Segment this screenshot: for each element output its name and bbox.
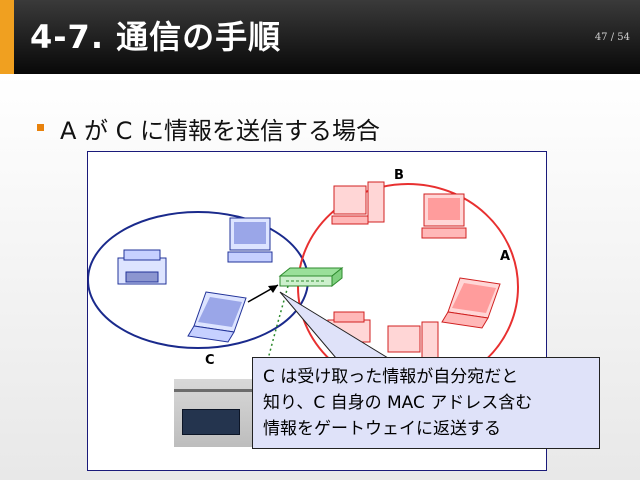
- network-diagram: B A C: [87, 151, 547, 471]
- photo-device: [182, 409, 240, 435]
- arrow-head: [268, 285, 278, 293]
- printer-icon: [117, 249, 167, 285]
- laptop-a-icon: [441, 277, 501, 329]
- desktop-pc-icon: [227, 217, 273, 263]
- network-diagram-canvas: [88, 181, 519, 393]
- slide-title: 4-7. 通信の手順: [30, 18, 282, 56]
- slide-header: 4-7. 通信の手順 47 / 54: [0, 0, 640, 74]
- photo-cable: [174, 389, 254, 392]
- bullet-icon: [37, 124, 44, 131]
- server-b-icon: [331, 181, 385, 225]
- desktop-red-icon: [421, 193, 467, 239]
- label-a: A: [500, 249, 511, 264]
- callout-pointer: [279, 291, 390, 359]
- bullet-text: A が C に情報を送信する場合: [60, 117, 381, 145]
- explanation-callout: C は受け取った情報が自分宛だと 知り、C 自身の MAC アドレス含む 情報を…: [252, 357, 600, 449]
- label-c: C: [205, 353, 215, 368]
- header-accent-bar: [0, 0, 14, 74]
- equipment-photo: [174, 379, 254, 447]
- callout-line-2: 知り、C 自身の MAC アドレス含む: [263, 393, 533, 413]
- laptop-c-icon: [187, 291, 247, 343]
- gateway-icon: [278, 266, 344, 288]
- page-number: 47 / 54: [594, 32, 630, 43]
- callout-line-1: C は受け取った情報が自分宛だと: [263, 367, 519, 387]
- server-red-icon: [387, 321, 439, 359]
- callout-line-3: 情報をゲートウェイに返送する: [263, 419, 501, 439]
- label-b: B: [394, 168, 404, 183]
